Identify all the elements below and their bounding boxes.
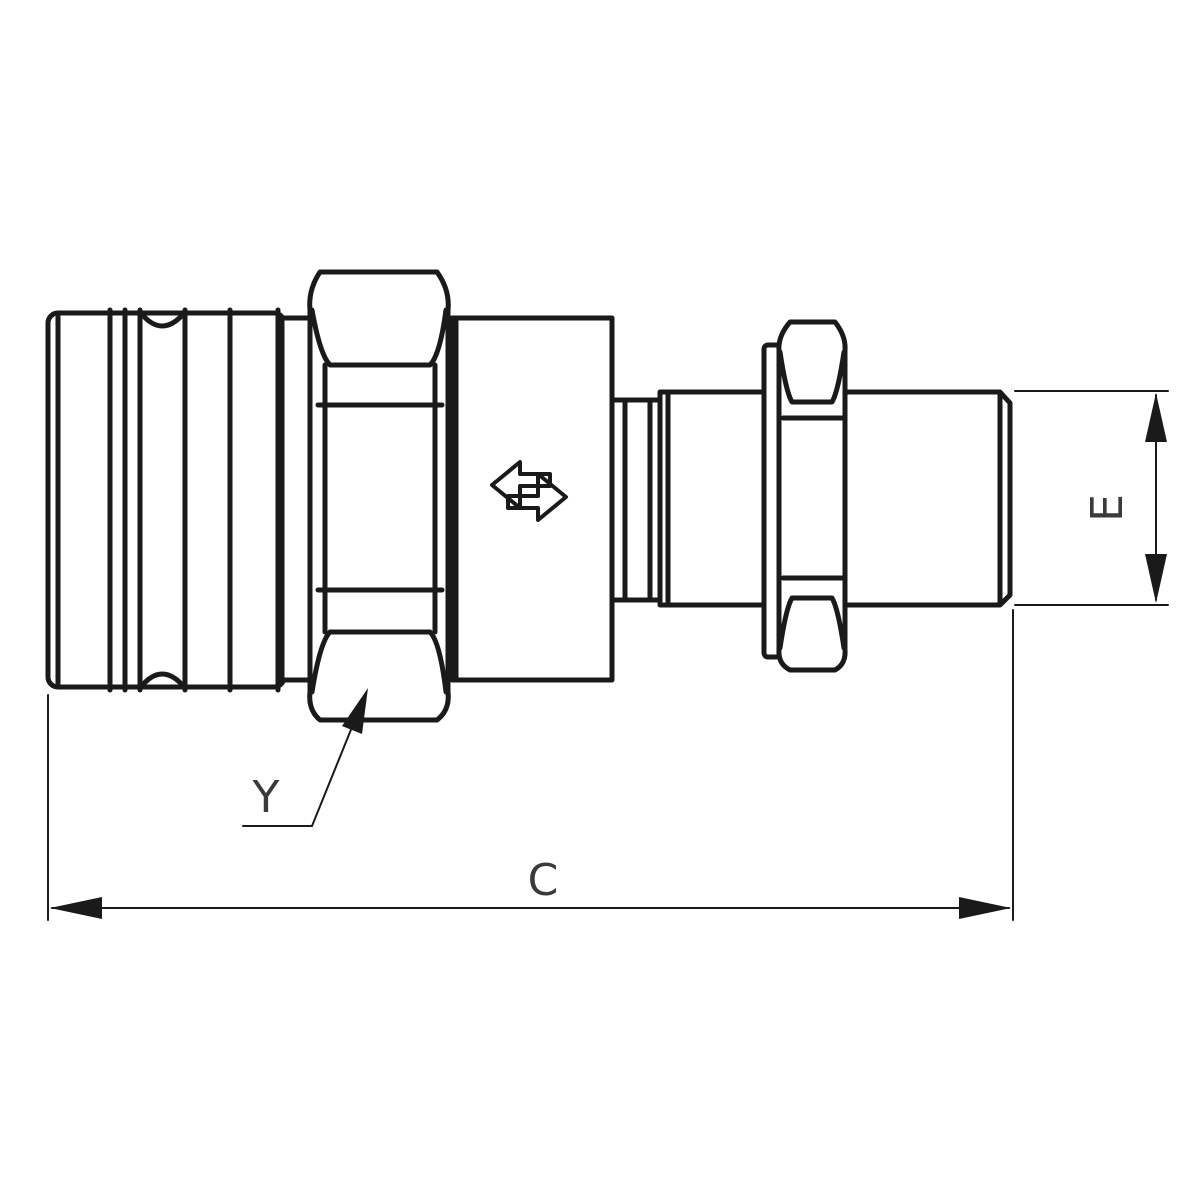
sleeve-body (45, 310, 287, 690)
leader-y: Y (242, 688, 368, 827)
lock-nut (776, 319, 848, 673)
lock-nut-top-chamfer (777, 349, 847, 405)
hex-top-chamfer (309, 307, 449, 368)
bidirectional-flow-arrows-icon (490, 460, 568, 522)
arrowhead (1145, 393, 1167, 442)
dimension-e: E (1014, 390, 1169, 606)
arrowhead (50, 897, 102, 919)
arrowhead (342, 688, 368, 734)
dimension-c-label: C (528, 855, 559, 906)
leader-y-label: Y (252, 772, 280, 823)
coupling-sleeve (45, 307, 287, 693)
sleeve-groove-bottom (137, 671, 188, 691)
dimension-e-label: E (1082, 494, 1133, 522)
sleeve-groove-top (137, 309, 188, 329)
dimension-c: C (47, 609, 1014, 921)
arrowhead (1145, 554, 1167, 603)
hex-bottom-chamfer (309, 629, 449, 695)
arrowhead (959, 897, 1011, 919)
hex-outline (307, 269, 451, 723)
main-body (449, 315, 615, 683)
lock-nut-bottom-chamfer (777, 595, 847, 651)
lock-nut-outline (776, 319, 848, 673)
nipple-neck (609, 397, 663, 603)
large-hex-nut (307, 269, 451, 723)
